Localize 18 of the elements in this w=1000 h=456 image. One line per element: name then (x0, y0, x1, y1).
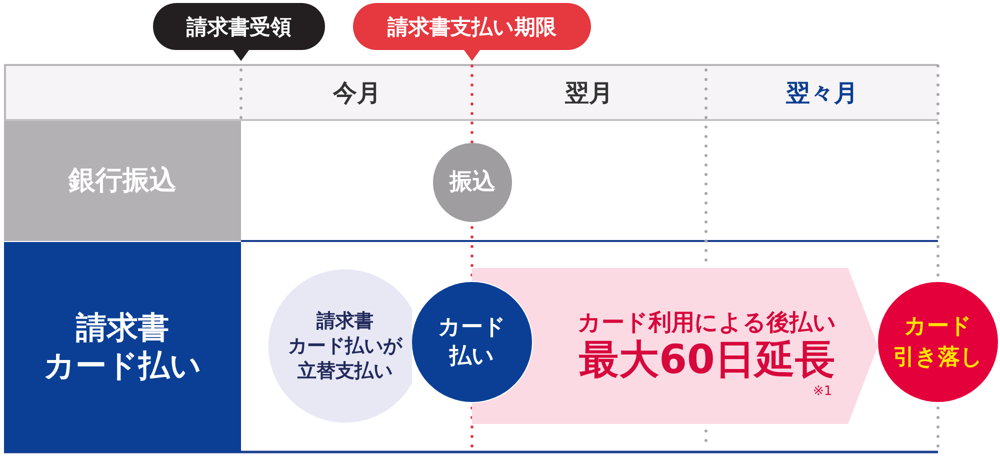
callout-bubble (353, 3, 591, 61)
row-header-cell (4, 121, 241, 241)
circle-label: 振込 (450, 168, 496, 197)
circle-label: カード払い (438, 314, 506, 371)
band-highlight: 最大60日延長 (579, 337, 835, 383)
column-header: 今月 (333, 78, 381, 109)
row-header-label: 請求書カード払い (44, 309, 202, 385)
bubble-label: 請求書支払い期限 (388, 14, 556, 40)
circle-label: カード引き落し (893, 313, 983, 372)
column-header: 翌月 (565, 78, 613, 109)
footnote-mark: ※1 (813, 384, 832, 400)
band-heading: カード利用による後払い (578, 309, 836, 337)
circle-label: 請求書カード払いが立替支払い (288, 308, 402, 384)
row-header-cell (4, 242, 241, 452)
bubble-label: 請求書受領 (186, 14, 292, 40)
row-header-label: 銀行振込 (68, 164, 176, 198)
callout-bubble (153, 3, 325, 61)
column-header: 翌々月 (786, 78, 858, 109)
